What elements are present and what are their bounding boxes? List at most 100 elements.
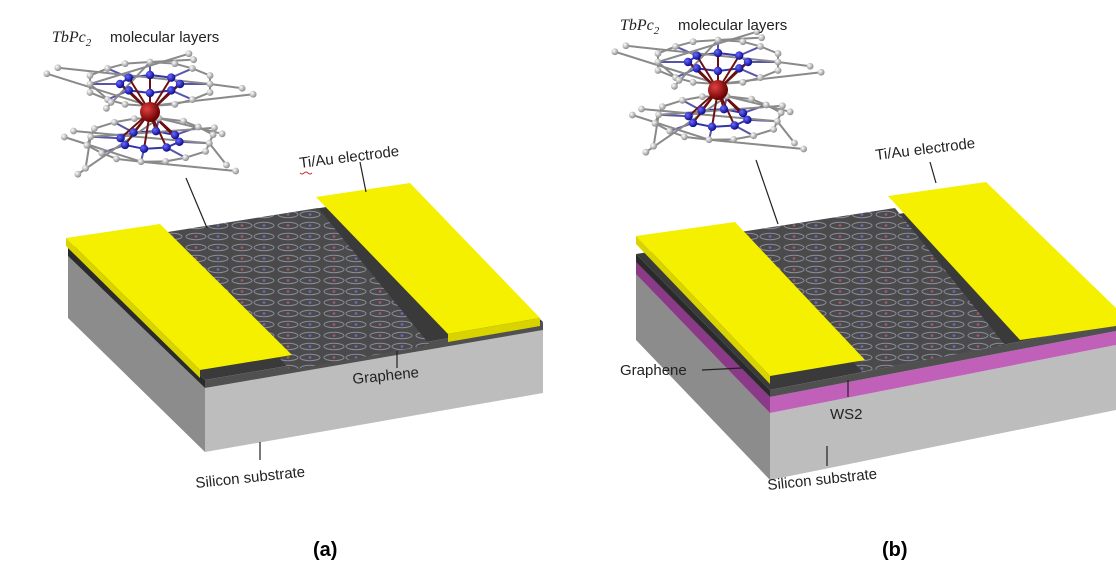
carbon-atom (689, 38, 697, 46)
carbon-atom (218, 130, 226, 138)
carbon-atom (773, 117, 781, 125)
bond (64, 136, 142, 163)
molecule-title-a: TbPc2 (52, 29, 92, 49)
tbpc2-molecule-a (43, 50, 257, 178)
carbon-atom (655, 111, 663, 119)
carbon-atom (762, 101, 770, 109)
bond (84, 136, 92, 169)
carbon-atom (190, 56, 198, 64)
bond (57, 66, 211, 85)
electrode-pointer-line-b (929, 161, 937, 184)
carbon-atom (622, 42, 630, 50)
bond (208, 142, 228, 166)
carbon-atom (658, 103, 666, 111)
tbpc2-molecule-b (611, 28, 825, 156)
carbon-atom (774, 67, 782, 74)
carbon-atom (757, 74, 764, 81)
nitrogen-atom (162, 143, 171, 152)
carbon-atom (182, 154, 190, 162)
molecular-layer-a (168, 208, 430, 370)
carbon-atom (739, 78, 747, 86)
carbon-atom (121, 100, 129, 108)
carbon-atom (83, 141, 91, 149)
bond (73, 129, 210, 145)
carbon-atom (74, 170, 82, 178)
substrate-front-face-b (770, 345, 1116, 480)
carbon-atom (146, 58, 154, 66)
carbon-atom (714, 36, 722, 44)
carbon-atom (137, 158, 145, 166)
carbon-atom (638, 105, 645, 113)
carbon-atom (650, 142, 657, 150)
panel-a: TbPc2 molecular layers Ti/Au electrode G… (43, 29, 543, 561)
carbon-atom (104, 65, 111, 72)
graphene-pointer-line-b (701, 367, 743, 371)
bond (708, 138, 804, 151)
carbon-atom (82, 164, 89, 172)
bond (652, 114, 660, 147)
carbon-atom (817, 68, 825, 76)
bond (125, 61, 151, 65)
electrode-right-b (888, 182, 1116, 340)
substrate-label-a: Silicon substrate (195, 464, 306, 492)
carbon-atom (54, 64, 62, 72)
bond (140, 160, 236, 173)
carbon-atom (670, 82, 678, 90)
bond (209, 83, 243, 90)
carbon-atom (689, 78, 697, 86)
molecule-pointer-line-b (755, 159, 779, 225)
carbon-atom (202, 147, 210, 155)
nitrogen-atom (145, 88, 155, 98)
panel-label-b: (b) (882, 539, 908, 561)
carbon-atom (770, 125, 778, 133)
nitrogen-atom (120, 140, 130, 150)
molecule-pointer-line-a (185, 177, 208, 229)
carbon-atom (189, 65, 196, 72)
terbium-atom (140, 102, 160, 122)
nitrogen-atom (719, 104, 729, 114)
nitrogen-atom (175, 79, 185, 89)
bond (657, 30, 758, 63)
carbon-atom (107, 98, 115, 106)
bond (726, 95, 791, 113)
nitrogen-atom (713, 66, 723, 76)
bond (89, 52, 190, 85)
carbon-atom (642, 148, 650, 156)
bond (717, 71, 822, 85)
carbon-atom (223, 161, 230, 169)
nitrogen-atom (713, 48, 723, 58)
carbon-atom (110, 118, 118, 126)
bond (94, 121, 115, 130)
bond (632, 114, 710, 141)
carbon-atom (654, 67, 662, 74)
substrate-front-face (205, 330, 543, 452)
carbon-atom (90, 125, 98, 133)
nitrogen-atom (116, 134, 125, 143)
carbon-atom (171, 100, 179, 108)
panel-label-a: (a) (313, 539, 337, 561)
carbon-atom (206, 80, 214, 88)
graphene-edge-a (68, 248, 205, 388)
bond (77, 117, 160, 176)
nitrogen-atom (697, 106, 706, 115)
carbon-atom (232, 167, 240, 175)
graphene-label-b: Graphene (620, 362, 687, 379)
nitrogen-atom (683, 57, 693, 67)
graphene-front-edge-b (770, 323, 1116, 397)
bond (149, 93, 254, 107)
carbon-atom (113, 155, 120, 163)
nitrogen-atom (170, 130, 180, 140)
nitrogen-atom (692, 64, 701, 73)
carbon-atom (730, 135, 738, 143)
nitrogen-atom (735, 51, 744, 60)
panel-b: TbPc2 molecular layers Ti/Au electrode G… (611, 17, 1116, 561)
carbon-atom (654, 50, 662, 57)
bond (717, 36, 762, 41)
carbon-atom (654, 58, 662, 66)
nitrogen-atom (743, 57, 753, 67)
carbon-atom (162, 157, 170, 165)
carbon-atom (774, 50, 782, 57)
ws2-left-edge-b (636, 262, 770, 413)
carbon-atom (130, 115, 138, 123)
